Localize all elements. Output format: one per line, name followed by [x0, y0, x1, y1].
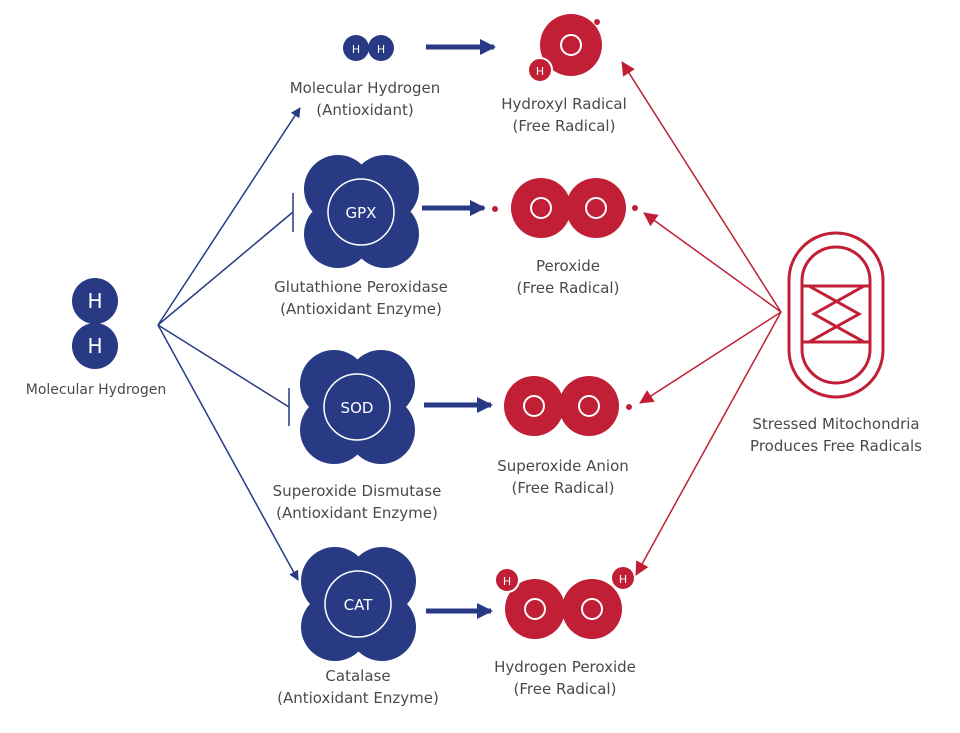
label-line1: Superoxide Dismutase	[272, 482, 442, 500]
label-line2: (Free Radical)	[511, 479, 615, 497]
oxygen-ring	[585, 197, 607, 219]
label-line2: (Free Radical)	[513, 680, 617, 698]
mito-outer-membrane	[787, 231, 885, 399]
h2-antioxidant-label: Molecular Hydrogen (Antioxidant)	[290, 77, 441, 121]
hydroxyl-label: Hydroxyl Radical (Free Radical)	[501, 93, 627, 137]
mitochondria	[787, 231, 885, 399]
hydrogen-symbol: H	[503, 575, 511, 588]
label-line2: (Free Radical)	[516, 279, 620, 297]
label-line1: Glutathione Peroxidase	[274, 278, 448, 296]
unpaired-electron-dot	[492, 206, 498, 212]
mito-to-peroxide	[643, 212, 782, 313]
cat-abbr: CAT	[344, 596, 374, 614]
hydrogen-peroxide-label: Hydrogen Peroxide (Free Radical)	[494, 656, 636, 700]
oxygen-ring	[530, 197, 552, 219]
sod-label: Superoxide Dismutase (Antioxidant Enzyme…	[273, 480, 442, 524]
label-line2: Produces Free Radicals	[750, 437, 922, 455]
hydrogen-atom	[527, 57, 553, 83]
branch-to-gpx	[157, 211, 294, 326]
atom-top	[72, 278, 118, 324]
cat-label: Catalase (Antioxidant Enzyme)	[277, 665, 439, 709]
unpaired-electron-dot	[626, 404, 632, 410]
atom-symbol: H	[352, 43, 360, 56]
label-line2: (Free Radical)	[512, 117, 616, 135]
h2-antioxidant-molecule: H H	[343, 35, 394, 61]
oxygen-ring	[560, 34, 582, 56]
label-line1: Catalase	[325, 667, 391, 685]
label-line2: (Antioxidant Enzyme)	[280, 300, 442, 318]
neutralize-arrows	[422, 39, 496, 619]
sod-ring	[323, 373, 391, 441]
label-line1: Stressed Mitochondria	[752, 415, 920, 433]
unpaired-electron-dot	[594, 19, 600, 25]
mito-to-h2o2	[635, 311, 782, 576]
mito-to-superoxide	[639, 311, 782, 404]
label-line1: Hydrogen Peroxide	[494, 658, 636, 676]
production-arrows	[621, 61, 782, 576]
atom-bottom	[72, 323, 118, 369]
hydroxyl-radical: H	[527, 14, 602, 83]
oxygen-ring	[524, 598, 546, 620]
source-h2-molecule: H H	[72, 278, 118, 369]
mito-to-hydroxyl	[621, 61, 782, 313]
cat-ring	[324, 570, 392, 638]
oxygen-ring	[523, 395, 545, 417]
sod-enzyme: SOD	[300, 350, 415, 464]
branch-to-cat	[157, 324, 299, 581]
atom-bottom-symbol: H	[87, 334, 102, 358]
hydrogen-symbol: H	[619, 573, 627, 586]
label-line2: (Antioxidant)	[316, 101, 414, 119]
atom-top-symbol: H	[87, 289, 102, 313]
peroxide-label: Peroxide (Free Radical)	[517, 255, 620, 299]
branch-to-sod	[157, 324, 290, 408]
label-line2: (Antioxidant Enzyme)	[277, 689, 439, 707]
atom	[343, 35, 369, 61]
atom	[368, 35, 394, 61]
gpx-enzyme: GPX	[304, 155, 419, 268]
hydrogen-peroxide-radical: H H	[494, 565, 636, 639]
oxygen-ring	[581, 598, 603, 620]
cat-enzyme: CAT	[301, 547, 416, 661]
peroxide-radical	[492, 178, 638, 238]
label-line2: (Antioxidant Enzyme)	[276, 504, 438, 522]
mito-inner-membrane	[800, 245, 872, 385]
unpaired-electron-dot	[632, 205, 638, 211]
label-line1: Molecular Hydrogen	[289, 79, 441, 97]
label-line1: Superoxide Anion	[497, 457, 629, 475]
mitochondria-label: Stressed Mitochondria Produces Free Radi…	[750, 413, 922, 457]
hydrogen-atom	[494, 567, 520, 593]
gpx-abbr: GPX	[346, 204, 377, 222]
gpx-label: Glutathione Peroxidase (Antioxidant Enzy…	[274, 276, 448, 320]
source-label-text: Molecular Hydrogen	[25, 382, 167, 398]
branch-to-h2	[157, 107, 301, 326]
superoxide-radical	[504, 376, 632, 436]
gpx-ring	[327, 178, 395, 246]
source-label: Molecular Hydrogen	[26, 379, 166, 401]
atom-symbol: H	[377, 43, 385, 56]
label-line1: Hydroxyl Radical	[501, 95, 627, 113]
mito-crista	[803, 284, 869, 344]
source-branches	[157, 107, 301, 581]
label-line1: Peroxide	[535, 257, 601, 275]
mito-crista	[803, 284, 870, 344]
hydrogen-symbol: H	[536, 65, 544, 78]
superoxide-label: Superoxide Anion (Free Radical)	[497, 455, 629, 499]
oxygen-ring	[578, 395, 600, 417]
hydrogen-atom	[610, 565, 636, 591]
sod-abbr: SOD	[341, 399, 374, 417]
